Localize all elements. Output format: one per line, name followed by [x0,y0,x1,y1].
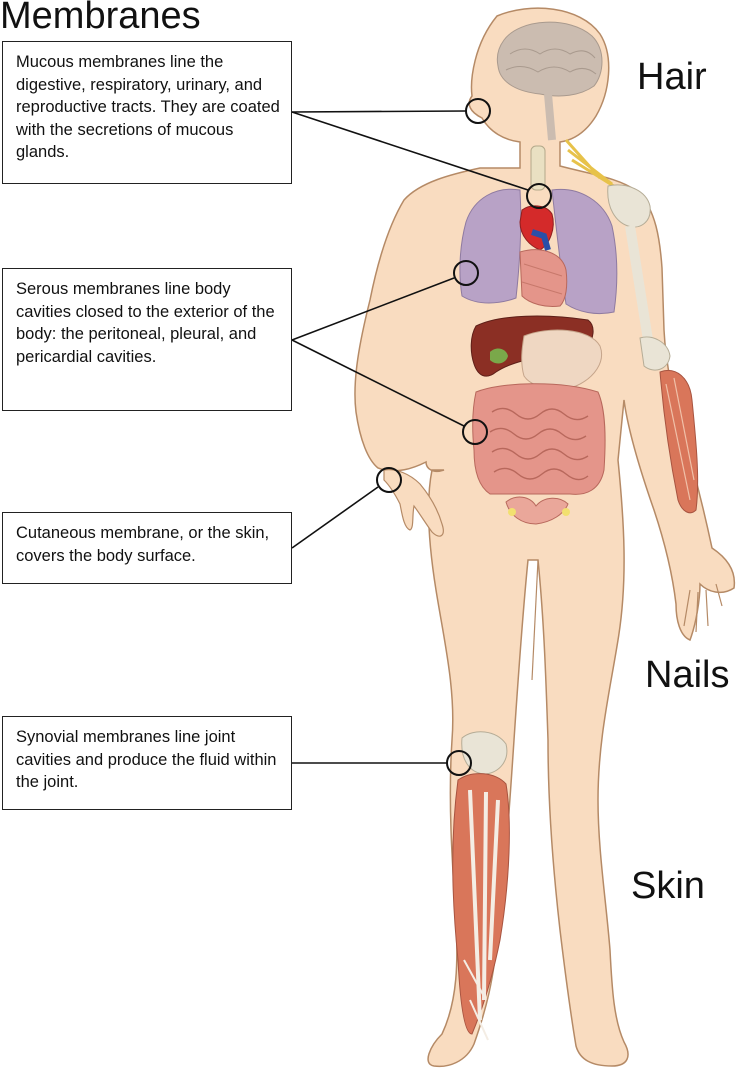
serous-peritoneum-circle [462,419,488,445]
lower-leg-muscles [452,773,510,1035]
serous-leader-1 [291,277,455,341]
right-shoulder [607,184,651,228]
skin-label: Skin [631,865,705,907]
diagram-title: Membranes [0,0,201,37]
uterus [505,496,569,525]
spinal-cord [544,93,556,141]
nails-label: Nails [645,654,730,696]
serous-leader-2 [291,339,465,427]
forearm-muscle [659,370,699,514]
trachea [530,145,546,191]
large-intestine [472,383,606,495]
mucous-membrane-callout: Mucous membranes line the digestive, res… [2,41,292,184]
mucous-airway-circle [526,183,552,209]
serous-membrane-callout: Serous membranes line body cavities clos… [2,268,292,411]
cutaneous-circle [376,467,402,493]
small-intestine [489,407,589,481]
hair-label: Hair [637,56,707,98]
mucous-leader-2 [291,111,529,191]
mucous-leader-1 [291,110,467,113]
cutaneous-membrane-callout: Cutaneous membrane, or the skin, covers … [2,512,292,584]
gallbladder [490,348,508,364]
synovial-membrane-callout: Synovial membranes line joint cavities a… [2,716,292,810]
brain [496,21,603,97]
right-elbow [639,336,671,371]
stomach [521,329,602,390]
serous-pleura-circle [453,260,479,286]
diaphragm [519,249,568,307]
knee [461,731,508,775]
cutaneous-leader [291,486,379,549]
